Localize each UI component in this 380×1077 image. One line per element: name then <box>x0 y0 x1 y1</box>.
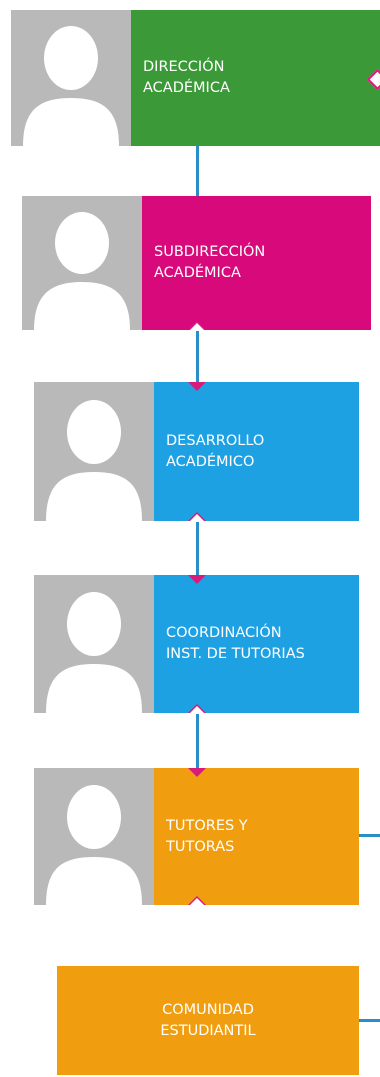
connector-coordinacion-tutores <box>196 713 199 768</box>
node-label: DIRECCIÓN ACADÉMICA <box>143 59 230 96</box>
node-label: TUTORES Y TUTORAS <box>166 817 248 855</box>
user-silhouette-icon <box>23 26 119 146</box>
user-silhouette-icon <box>46 785 142 905</box>
avatar-placeholder <box>34 382 154 521</box>
node-label: SUBDIRECCIÓN ACADÉMICA <box>154 244 266 281</box>
connector-direccion-subdireccion <box>196 146 199 196</box>
arrow-up-icon <box>189 898 205 906</box>
arrow-down-icon <box>188 575 206 584</box>
user-silhouette-icon <box>34 212 130 330</box>
node-tutores-tutoras[interactable]: TUTORES Y TUTORAS <box>34 768 359 905</box>
node-desarrollo-academico[interactable]: DESARROLLO ACADÉMICO <box>34 382 359 521</box>
avatar-placeholder <box>11 10 131 146</box>
arrow-up-icon <box>189 514 205 522</box>
avatar-placeholder <box>34 768 154 905</box>
user-silhouette-icon <box>46 592 142 713</box>
node-label: COMUNIDAD ESTUDIANTIL <box>160 1001 256 1039</box>
node-label: COORDINACIÓN INST. DE TUTORIAS <box>166 625 305 662</box>
node-label: DESARROLLO ACADÉMICO <box>166 432 265 470</box>
node-subdireccion-academica[interactable]: SUBDIRECCIÓN ACADÉMICA <box>22 196 371 330</box>
arrow-up-icon <box>189 323 205 331</box>
arrow-down-icon <box>188 768 206 777</box>
avatar-placeholder <box>22 196 142 330</box>
node-direccion-academica[interactable]: DIRECCIÓN ACADÉMICA <box>11 10 380 146</box>
node-coordinacion-tutorias[interactable]: COORDINACIÓN INST. DE TUTORIAS <box>34 575 359 713</box>
connector-tutores-right <box>359 834 380 837</box>
arrow-down-icon <box>188 382 206 391</box>
arrow-up-icon <box>189 706 205 714</box>
connector-desarrollo-coordinacion <box>196 521 199 575</box>
connector-subdireccion-desarrollo <box>196 330 199 382</box>
node-comunidad-estudiantil[interactable]: COMUNIDAD ESTUDIANTIL <box>57 966 359 1075</box>
connector-comunidad-right <box>359 1019 380 1022</box>
avatar-placeholder <box>34 575 154 713</box>
user-silhouette-icon <box>46 400 142 521</box>
